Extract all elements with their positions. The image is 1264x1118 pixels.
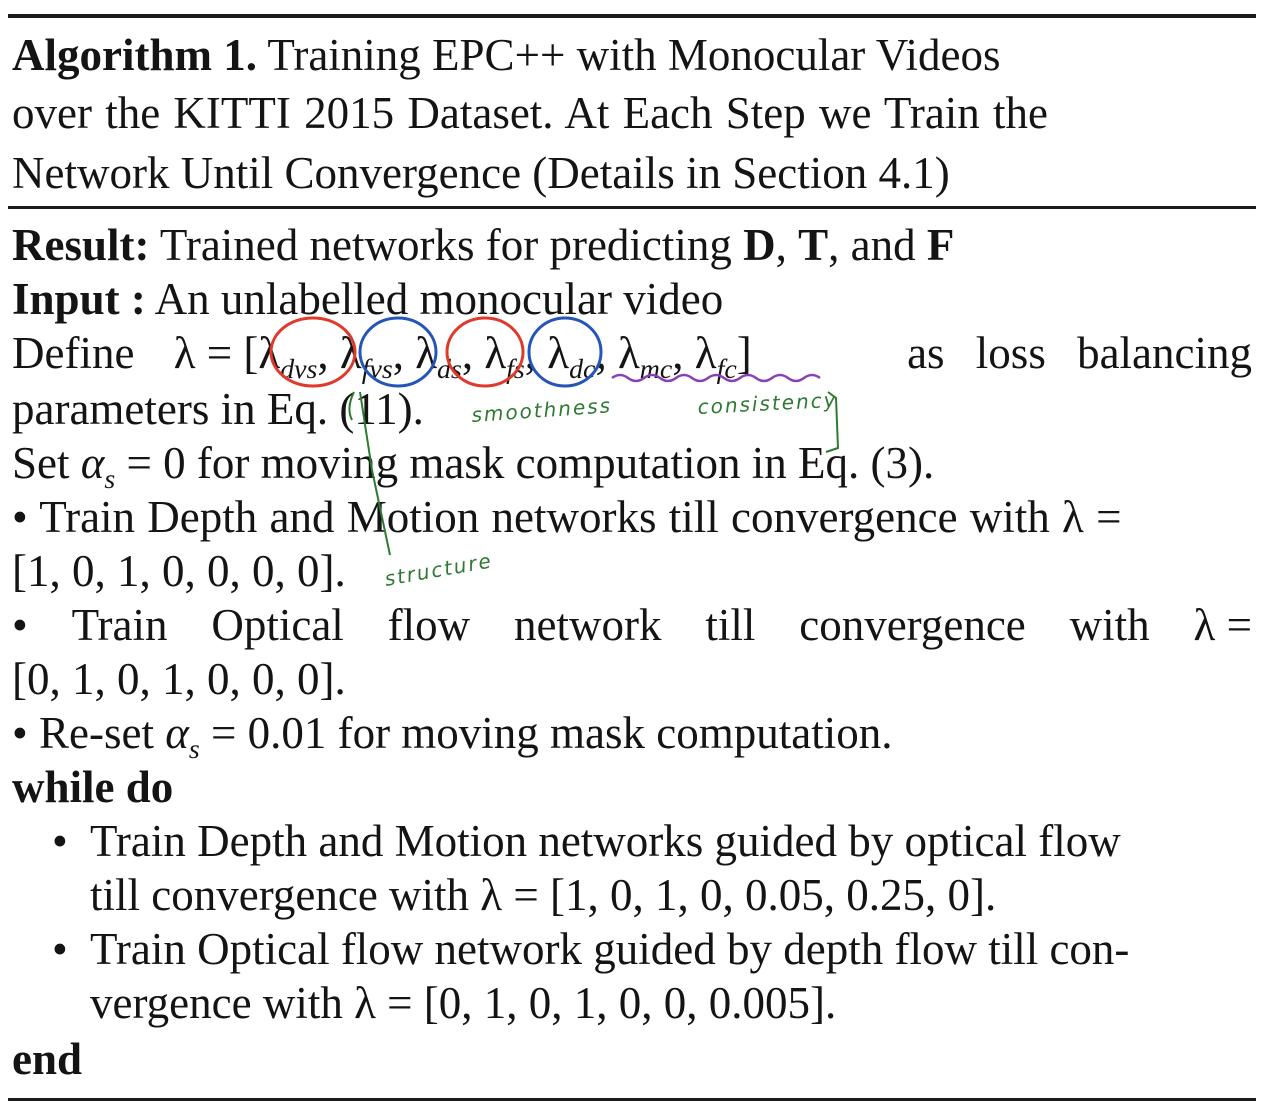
step-1-line-2: [1, 0, 1, 0, 0, 0, 0]. (12, 546, 346, 596)
lambda-term-fc: λfc (694, 328, 737, 385)
algorithm-title-text: Training EPC++ with Monocular Videos (267, 30, 1001, 80)
header-rule (8, 206, 1256, 209)
lambda-term-ds: λds (415, 328, 462, 385)
lambda-term-fvs: λfvs (339, 328, 393, 385)
loop-step-2-line-2: vergence with λ = [0, 1, 0, 1, 0, 0, 0.0… (90, 978, 837, 1028)
input-text: An unlabelled monocular video (154, 274, 724, 324)
bottom-rule (8, 1098, 1256, 1101)
end-keyword: end (12, 1034, 83, 1084)
lambda-term-fs: λfs (484, 328, 525, 385)
step-2-line-1: • Train Optical flow network till conver… (12, 600, 1252, 650)
set-line: Set αs = 0 for moving mask computation i… (12, 438, 935, 495)
algorithm-title-line-3: Network Until Convergence (Details in Se… (12, 148, 950, 198)
algorithm-title-line-2: over the KITTI 2015 Dataset. At Each Ste… (12, 88, 1049, 138)
lambda-term-dvs: λdvs (258, 328, 318, 385)
step-2-line-2: [0, 1, 0, 1, 0, 0, 0]. (12, 654, 346, 704)
lambda-term-dc: λdc (547, 328, 596, 385)
loop-step-2-line-1: Train Optical flow network guided by dep… (90, 924, 1130, 974)
define-tail: as loss balancing (907, 328, 1252, 378)
params-line: parameters in Eq. (11). (12, 384, 424, 434)
input-line: Input : An unlabelled monocular video (12, 272, 1252, 326)
input-label: Input : (12, 274, 146, 324)
step-3-line: • Re-set αs = 0.01 for moving mask compu… (12, 708, 893, 765)
define-line: Define λ = [λdvs, λfvs, λds, λfs, λdc, λ… (12, 328, 1252, 385)
lambda-term-mc: λmc (617, 328, 673, 385)
while-keyword: while do (12, 762, 174, 812)
algorithm-label: Algorithm 1. (12, 30, 257, 80)
loop-bullet-2: • (52, 924, 68, 974)
loop-step-1-line-2: till convergence with λ = [1, 0, 1, 0, 0… (90, 870, 997, 920)
result-line: Result: Trained networks for predicting … (12, 220, 955, 270)
top-rule (8, 14, 1256, 18)
end-line: end (12, 1032, 1252, 1086)
loop-step-1-line-1: Train Depth and Motion networks guided b… (90, 816, 1121, 866)
result-label: Result: (12, 220, 150, 270)
while-line: while do (12, 760, 1252, 814)
loop-bullet-1: • (52, 816, 68, 866)
algorithm-title-line-1: Algorithm 1. Training EPC++ with Monocul… (12, 28, 1252, 82)
step-1-line-1: • Train Depth and Motion networks till c… (12, 492, 1122, 542)
